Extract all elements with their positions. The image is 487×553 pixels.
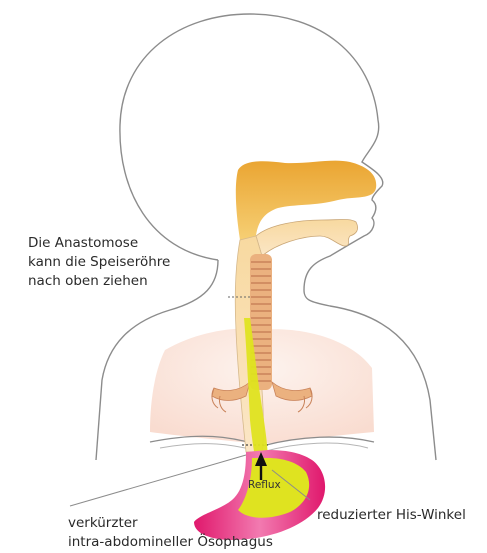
anastomose-line-3: nach oben ziehen — [28, 272, 170, 291]
anastomose-line-2: kann die Speiseröhre — [28, 253, 170, 272]
reflux-label: Reflux — [248, 476, 281, 495]
anastomose-line-1: Die Anastomose — [28, 234, 170, 253]
oesophagus-line-1: verkürzter — [68, 514, 273, 533]
oral-cavity — [256, 220, 358, 257]
leader-oesophagus — [70, 455, 246, 506]
oesophagus-label: verkürzter intra-abdomineller Ösophagus — [68, 514, 273, 552]
his-winkel-label: reduzierter His-Winkel — [317, 506, 466, 525]
oesophagus-line-2: intra-abdomineller Ösophagus — [68, 533, 273, 552]
anastomose-label: Die Anastomose kann die Speiseröhre nach… — [28, 234, 170, 291]
